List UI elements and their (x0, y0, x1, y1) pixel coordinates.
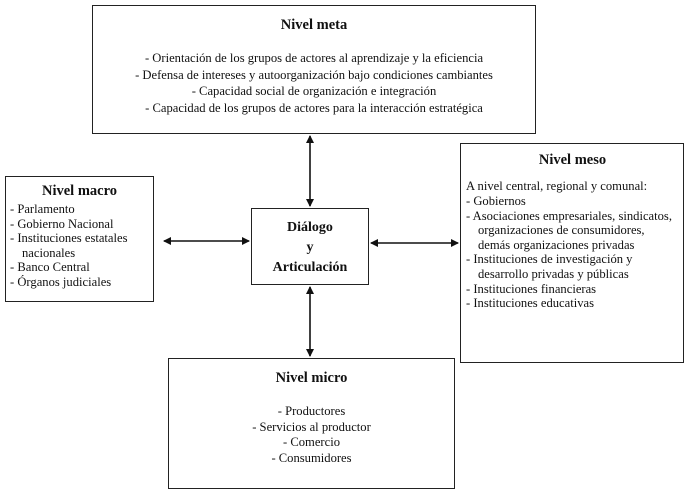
center-line-dialogo: Diálogo (287, 220, 333, 235)
list-item: - Capacidad social de organización e int… (191, 84, 437, 98)
list-item: - Productores (277, 404, 346, 418)
nivel-micro-box: Nivel micro - Productores - Servicios al… (168, 358, 455, 489)
list-item: - Parlamento (10, 202, 75, 216)
nivel-meta-title: Nivel meta (280, 17, 348, 33)
list-item: - Órganos judiciales (10, 274, 112, 289)
center-title: Diálogo y Articulación (252, 218, 368, 278)
dialogo-articulacion-box: Diálogo y Articulación (251, 208, 369, 285)
nivel-macro-title: Nivel macro (41, 183, 118, 199)
nivel-macro-list: - Parlamento - Gobierno Nacional - Insti… (10, 202, 153, 290)
list-item: - Capacidad de los grupos de actores par… (145, 100, 483, 115)
center-line-y: y (306, 240, 314, 255)
list-item: - Orientación de los grupos de actores a… (144, 51, 484, 65)
list-item: - Instituciones financieras (466, 281, 597, 296)
list-item: - Instituciones educativas (466, 296, 594, 311)
nivel-micro-list: - Productores - Servicios al productor -… (169, 404, 454, 466)
list-item: - Comercio (282, 435, 340, 449)
nivel-meso-title: Nivel meso (538, 152, 607, 168)
list-item: - Defensa de intereses y autoorganizació… (135, 67, 493, 82)
list-item: - Gobiernos (466, 194, 526, 208)
list-item: - Banco Central (10, 260, 90, 275)
list-item: - Instituciones estatales nacionales (10, 231, 128, 260)
nivel-meso-box: Nivel meso A nivel central, regional y c… (460, 143, 684, 363)
nivel-macro-box: Nivel macro - Parlamento - Gobierno Naci… (5, 176, 154, 302)
nivel-meta-list: - Orientación de los grupos de actores a… (93, 50, 535, 116)
nivel-micro-title: Nivel micro (275, 370, 348, 386)
list-item: - Asociaciones empresariales, sindicatos… (466, 208, 672, 252)
list-item: - Servicios al productor (252, 419, 371, 434)
nivel-meso-intro: A nivel central, regional y comunal: (466, 179, 648, 193)
list-item: - Consumidores (271, 450, 352, 465)
list-item: - Gobierno Nacional (10, 216, 114, 231)
center-line-articulacion: Articulación (272, 260, 348, 275)
nivel-meso-list: - Gobiernos - Asociaciones empresariales… (466, 194, 679, 311)
nivel-meta-box: Nivel meta - Orientación de los grupos d… (92, 5, 536, 134)
list-item: - Instituciones de investigación y desar… (466, 252, 633, 281)
